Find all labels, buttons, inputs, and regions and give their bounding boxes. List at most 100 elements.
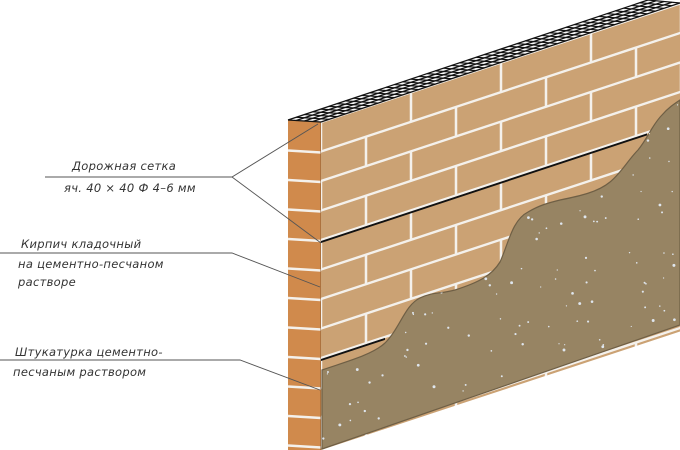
plaster-speck [556,269,558,271]
label-brick-line1: Кирпич кладочный [21,237,142,251]
plaster-speck [598,339,601,341]
plaster-speck [545,227,548,230]
side-mortar-joint [287,178,322,184]
plaster-speck [674,392,678,395]
plaster-speck [483,400,486,403]
side-mortar-joint [287,444,322,449]
plaster-speck [416,363,420,367]
brick [412,241,500,298]
plaster-speck [483,433,487,437]
plaster-speck [590,300,594,303]
plaster-speck [592,220,595,223]
plaster-speck [587,387,591,391]
brick [321,256,365,298]
plaster-speck [651,319,655,322]
plaster-speck [521,343,524,346]
plaster-speck [600,195,603,198]
plaster-speck [641,290,644,293]
plaster-speck [643,281,646,284]
plaster-speck [432,385,436,389]
plaster-speck [662,277,665,279]
plaster-speck [488,284,492,287]
leader-plaster [0,359,321,391]
leader-lines [0,123,322,391]
plaster-speck [648,157,651,159]
plaster-speck [464,383,467,386]
label-plaster-line1: Штукатурка цементно- [15,345,163,359]
plaster-speck [665,408,668,410]
plaster-speck [645,282,647,285]
brick [502,93,590,150]
plaster-speck [658,203,662,207]
brick [502,34,590,91]
plaster-speck [657,376,660,379]
plaster-speck [665,419,669,423]
leader-mesh-joint [231,176,322,244]
plaster-speck [326,373,329,375]
side-mortar-joint [287,355,322,361]
plaster-speck [404,331,407,334]
plaster-speck [424,313,427,316]
plaster-speck [424,342,428,345]
plaster-speck [499,318,502,320]
plaster-speck [604,217,607,219]
plaster-speck [589,418,592,421]
plaster-speck [485,398,487,401]
label-plaster-line2: песчаным раствором [13,365,147,379]
plaster-speck [510,281,514,285]
brick [457,196,545,253]
plaster-speck [601,415,604,418]
plaster-speck [666,127,670,131]
plaster-speck [676,104,679,106]
plaster-speck [556,400,558,402]
plaster-speck [498,412,501,415]
plaster-speck [628,251,631,254]
plaster-speck [326,371,329,374]
brick [322,152,410,209]
plaster-speck [564,344,566,346]
plaster-speck [547,325,550,328]
plaster-speck [405,356,407,358]
side-mortar-joint [287,296,322,302]
plaster-speck [672,263,676,267]
plaster-speck [478,404,482,407]
brick [547,108,635,165]
plaster-speck [554,278,557,280]
plaster-speck [535,237,538,241]
plaster-speck [562,348,566,352]
plaster-speck [571,292,574,295]
label-mesh-title: Дорожная сетка [72,159,177,173]
plaster-speck [640,190,642,193]
plaster-speck [520,267,523,270]
brick [321,138,365,180]
plaster-speck [500,375,503,378]
brick [322,93,410,150]
plaster-speck [565,305,568,307]
plaster-speck [538,232,540,234]
plaster-speck [412,313,415,316]
plaster-speck [527,216,530,220]
plaster-speck [672,253,674,256]
plaster-speck [663,309,666,312]
side-mortar-joint [287,326,322,331]
plaster-speck [620,429,623,432]
brick [322,211,410,268]
plaster-speck [602,344,605,346]
plaster-speck [668,160,670,163]
plaster-speck [431,312,433,314]
plaster-speck [664,374,668,378]
plaster-speck [355,368,359,371]
side-mortar-joint [287,149,322,154]
plaster-speck [617,391,619,393]
plaster-speck [487,425,491,428]
brick [367,108,455,165]
plaster-speck [592,374,596,377]
label-brick-line2: на цементно-песчаном [18,257,164,271]
plaster-speck [411,311,414,314]
plaster-speck [368,381,371,384]
plaster-speck [636,427,639,429]
plaster-speck [588,412,591,415]
plaster-speck [584,256,588,259]
plaster-speck [322,437,325,440]
